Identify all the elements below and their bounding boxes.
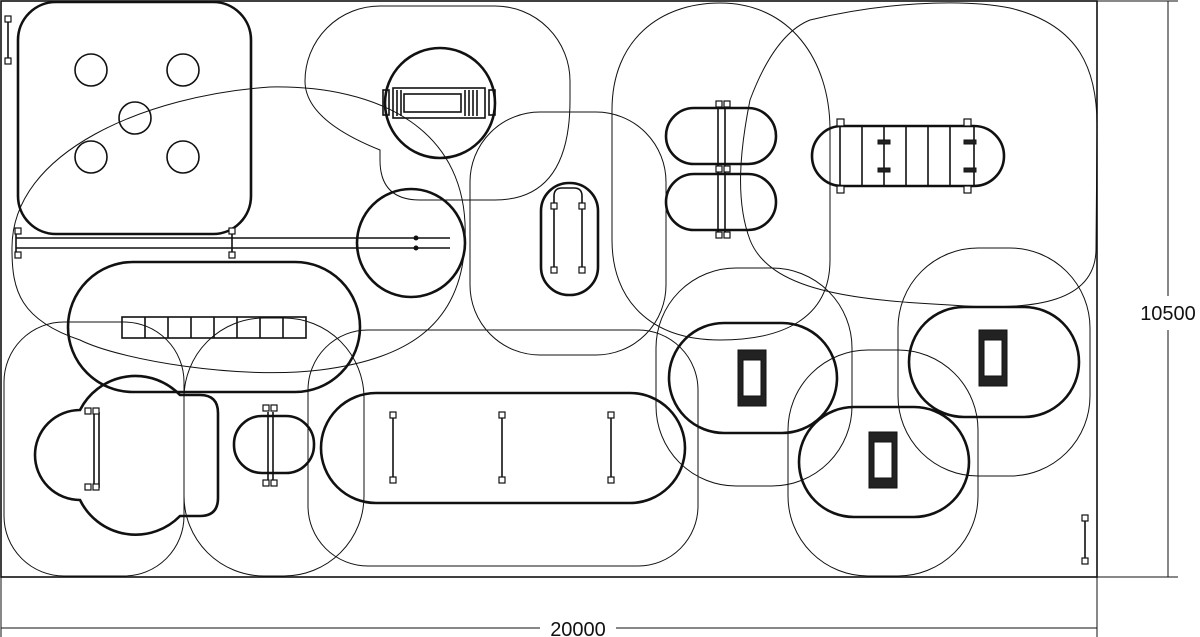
stepping-pods-area	[16, 0, 253, 236]
balance-beam-segments	[66, 260, 362, 394]
safety-zone-right-1	[655, 267, 853, 487]
pole-top-left	[4, 15, 12, 65]
safety-zones	[3, 2, 1098, 577]
safety-zone-middle-tall	[469, 111, 667, 356]
u-bar-equipment	[539, 181, 600, 297]
width-dimension-label: 20000	[550, 619, 606, 637]
platform-pill-2	[797, 405, 971, 519]
site-boundary	[0, 0, 1098, 578]
safety-zone-bottom-left-2	[183, 317, 365, 577]
safety-zone-left-large	[11, 86, 466, 374]
safety-zone-right-2	[787, 349, 979, 577]
safety-zone-top-center	[304, 5, 571, 201]
safety-zone-top-right-large	[740, 2, 1098, 308]
triple-bar-equipment	[319, 391, 687, 505]
safety-zone-top-right-mid	[611, 2, 831, 341]
safety-zone-bottom-center	[307, 329, 699, 567]
pole-bottom-right	[1081, 514, 1089, 565]
platform-pill-1	[667, 321, 839, 435]
bench-circle	[382, 46, 497, 160]
small-bar-equipment	[232, 404, 316, 487]
height-dimension-label: 10500	[1140, 303, 1196, 325]
platform-pill-3	[907, 305, 1081, 419]
horizontal-ladder	[810, 118, 1006, 194]
single-bar-blob	[33, 374, 220, 536]
height-dimension	[1097, 0, 1178, 578]
width-dimension	[0, 577, 1098, 637]
safety-zone-right-3	[897, 247, 1091, 477]
long-rail-equipment	[14, 187, 467, 299]
double-swing-equipment	[664, 100, 778, 239]
